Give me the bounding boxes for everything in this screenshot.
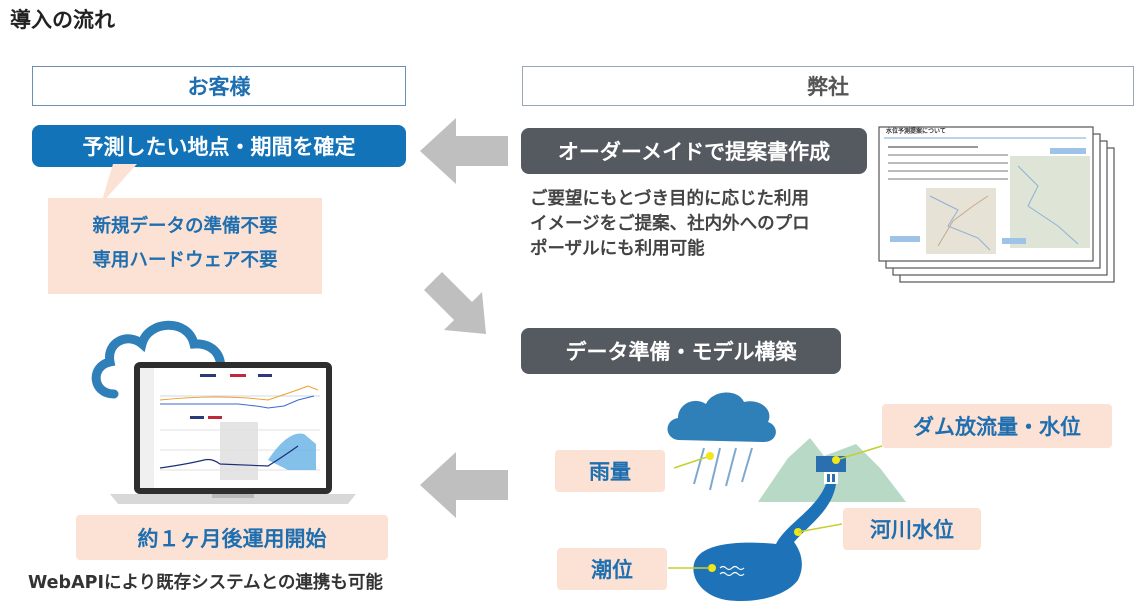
rain-cloud-icon (667, 392, 776, 491)
proposal-document-heading: 水位予測提案について (886, 128, 946, 135)
speech-tail-icon (101, 164, 137, 204)
arrow-down-right-icon (424, 272, 486, 334)
arrow-left-icon-2 (420, 452, 508, 518)
rain-label: 雨量 (555, 450, 665, 492)
benefits-box: 新規データの準備不要 専用ハードウェア不要 (48, 198, 322, 294)
page-title: 導入の流れ (10, 8, 115, 32)
benefit-no-data: 新規データの準備不要 (92, 216, 278, 237)
model-building-step: データ準備・モデル構築 (521, 328, 841, 374)
tide-label: 潮位 (557, 548, 667, 590)
river-icon (693, 484, 843, 602)
benefit-no-hardware: 専用ハードウェア不要 (92, 250, 278, 271)
laptop-icon (110, 362, 356, 504)
proposal-description: ご要望にもとづき目的に応じた利用 イメージをご提案、社内外へのプロ ポーザルにも… (530, 189, 810, 259)
arrow-left-icon (420, 118, 508, 184)
dam-leader-line (832, 445, 883, 464)
proposal-step: オーダーメイドで提案書作成 (521, 128, 867, 174)
webapi-note: WebAPIにより既存システムとの連携も可能 (28, 573, 383, 593)
tide-leader-line (668, 567, 710, 569)
proposal-document-stack: 水位予測提案について (878, 126, 1118, 286)
decide-location-step: 予測したい地点・期間を確定 (32, 125, 406, 167)
river-level-label: 河川水位 (843, 508, 981, 550)
dam-label: ダム放流量・水位 (882, 404, 1112, 448)
rain-leader-line (673, 452, 714, 469)
operation-start-label: 約１ヶ月後運用開始 (76, 515, 388, 560)
company-column-header: 弊社 (522, 66, 1134, 106)
customer-column-header: お客様 (32, 66, 406, 106)
